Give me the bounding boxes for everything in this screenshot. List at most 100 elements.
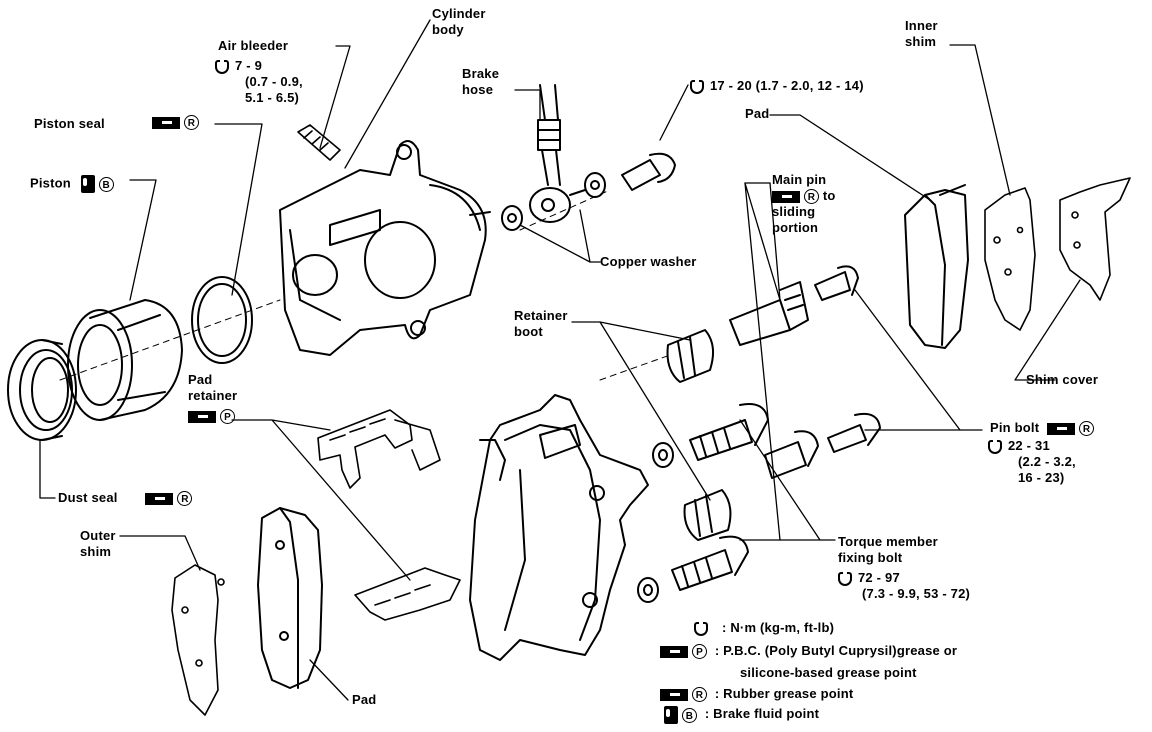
label-brake-hose-line2: hose [462, 82, 494, 97]
label-outer-shim: Outer shim [80, 528, 116, 560]
pin-bolt-middle [764, 430, 819, 479]
label-pad-bottom-text: Pad [352, 692, 377, 707]
label-piston-text: Piston [30, 175, 71, 191]
label-outer-shim-line1: Outer [80, 528, 116, 543]
label-main-pin-line1: Main pin [772, 172, 827, 187]
air-bleeder [297, 124, 341, 161]
label-torque-member-line2: fixing bolt [838, 550, 903, 565]
legend-pbc: P : P.B.C. (Poly Butyl Cuprysil)grease o… [660, 643, 957, 681]
label-main-pin-to: to [822, 188, 836, 203]
pbc-grease-p-icon: P [692, 644, 707, 660]
label-pin-bolt-text: Pin bolt [990, 420, 1040, 435]
label-inner-shim-line2: shim [905, 34, 937, 49]
legend-pbc-line2: silicone-based grease point [740, 665, 917, 681]
pin-bolt-torque-line3: 16 - 23) [1018, 470, 1065, 485]
label-main-pin: Main pin R to sliding portion [772, 172, 835, 236]
label-cylinder-body: Cylinder body [432, 6, 486, 38]
grease-icon [1047, 422, 1076, 435]
label-pad-top-text: Pad [745, 106, 770, 121]
label-shim-cover-text: Shim cover [1026, 372, 1099, 387]
piston-seal [191, 276, 253, 364]
rubber-grease-r-icon: R [177, 491, 193, 507]
air-bleeder-torque-line2: (0.7 - 0.9, [245, 74, 303, 89]
retainer-boot-lower [683, 489, 732, 541]
pad-retainer-upper [317, 409, 441, 489]
outer-shim [171, 564, 225, 716]
union-bolt [621, 152, 676, 191]
label-cylinder-body-line2: body [432, 22, 464, 37]
torque-member-torque-spec: 72 - 97 (7.3 - 9.9, 53 - 72) [838, 570, 970, 602]
label-pad-retainer-line1: Pad [188, 372, 213, 387]
label-piston-seal: Piston seal [34, 116, 105, 132]
pad-top [904, 184, 969, 349]
brake-hose [501, 84, 606, 231]
label-brake-hose: Brake hose [462, 66, 499, 98]
label-pin-bolt: Pin bolt R [990, 420, 1095, 437]
label-cylinder-body-line1: Cylinder [432, 6, 486, 21]
label-pad-retainer: Pad retainer P [188, 372, 238, 425]
hose-torque-text: 17 - 20 (1.7 - 2.0, 12 - 14) [710, 78, 864, 93]
label-air-bleeder-text: Air bleeder [218, 38, 289, 53]
center-axis [59, 189, 671, 381]
air-bleeder-torque-spec: 7 - 9 (0.7 - 0.9, 5.1 - 6.5) [215, 58, 303, 106]
torque-wrench-icon [988, 438, 1002, 454]
label-outer-shim-line2: shim [80, 544, 112, 559]
label-air-bleeder: Air bleeder [218, 38, 288, 54]
legend-fluid: B : Brake fluid point [664, 706, 819, 724]
shim-cover [1059, 177, 1131, 301]
torque-member-bolt-upper [689, 403, 769, 461]
legend-fluid-text: : Brake fluid point [704, 706, 820, 722]
torque-wrench-icon [215, 58, 229, 74]
pad-retainer-lower [354, 567, 461, 621]
label-inner-shim-line1: Inner [905, 18, 938, 33]
rubber-grease-r-icon: R [692, 687, 707, 703]
rubber-grease-r-icon: R [1079, 421, 1095, 437]
torque-member-bolt-lower [671, 535, 749, 591]
washer-lower [637, 577, 659, 603]
label-main-pin-line4: portion [772, 220, 819, 236]
label-torque-member-bolt: Torque member fixing bolt [838, 534, 938, 566]
grease-icon [660, 645, 688, 658]
piston [67, 299, 183, 421]
brake-fluid-b-icon: B [98, 176, 114, 192]
grease-icon [660, 688, 688, 701]
label-retainer-boot: Retainer boot [514, 308, 568, 340]
rubber-grease-r-icon: R [804, 189, 819, 205]
label-brake-hose-line1: Brake [462, 66, 500, 81]
grease-icon [772, 190, 800, 203]
label-retainer-boot-line1: Retainer [514, 308, 568, 323]
pin-bolt-torque-line1: 22 - 31 [1008, 438, 1050, 453]
legend-torque: : N·m (kg-m, ft-lb) [694, 620, 834, 636]
main-pin [729, 281, 809, 346]
legend-torque-text: : N·m (kg-m, ft-lb) [722, 620, 835, 635]
label-pad-top: Pad [745, 106, 769, 122]
washer-upper [652, 442, 674, 468]
label-main-pin-line3: sliding [772, 204, 816, 220]
torque-wrench-icon [694, 620, 708, 636]
pbc-grease-p-icon: P [220, 409, 235, 425]
pin-bolt-torque-line2: (2.2 - 3.2, [1018, 454, 1076, 469]
hose-torque-spec: 17 - 20 (1.7 - 2.0, 12 - 14) [690, 78, 864, 94]
pin-bolt-right [827, 412, 881, 453]
label-pad-bottom: Pad [352, 692, 376, 708]
grease-icon [145, 492, 174, 505]
leader-lines [39, 19, 1081, 701]
inner-shim [984, 187, 1036, 331]
cylinder-body [279, 140, 491, 356]
label-pad-retainer-line2: retainer [188, 388, 238, 403]
torque-wrench-icon [690, 78, 704, 94]
label-shim-cover: Shim cover [1026, 372, 1098, 388]
dust-seal [7, 339, 77, 441]
legend-pbc-line1: : P.B.C. (Poly Butyl Cuprysil)grease or [714, 643, 958, 658]
retainer-boot-upper [666, 329, 715, 383]
label-copper-washer: Copper washer [600, 254, 697, 270]
air-bleeder-torque-line1: 7 - 9 [235, 58, 263, 73]
pin-bolt-top [814, 265, 859, 301]
brake-fluid-icon [664, 706, 678, 724]
piston-seal-symbols: R [152, 114, 199, 131]
label-inner-shim: Inner shim [905, 18, 938, 50]
label-piston: Piston B [30, 175, 114, 193]
pin-bolt-torque-spec: 22 - 31 (2.2 - 3.2, 16 - 23) [988, 438, 1076, 486]
grease-icon [188, 410, 216, 423]
